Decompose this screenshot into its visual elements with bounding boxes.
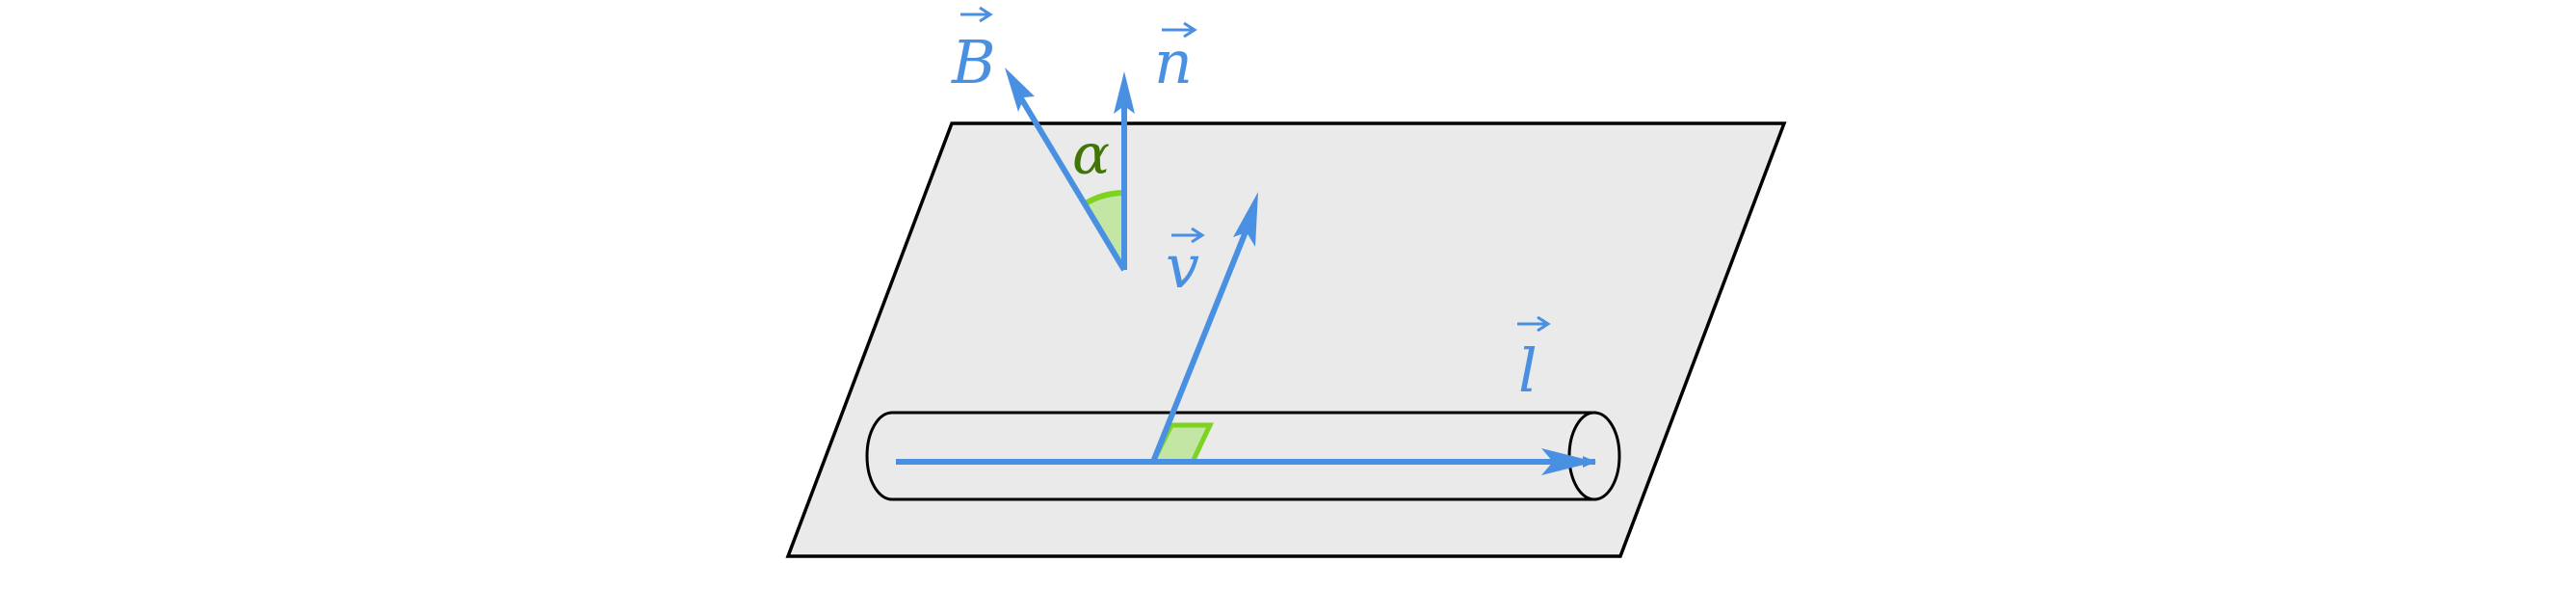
- vector-B-arrow: [1015, 92, 1127, 272]
- vector-l-arrowhead: [1541, 448, 1595, 475]
- vector-n-arrowhead: [1114, 71, 1135, 114]
- label-l: l: [1517, 315, 1551, 406]
- conductor-cylinder: [865, 411, 1621, 501]
- label-B: B: [951, 6, 996, 97]
- vector-l-label: l: [1518, 335, 1538, 406]
- vector-B-label: B: [951, 27, 996, 97]
- label-v: v: [1166, 227, 1205, 302]
- label-n: n: [1154, 21, 1197, 97]
- vector-v-arrowhead: [1233, 192, 1258, 247]
- angle-alpha-label: α: [1072, 121, 1110, 187]
- vector-B-arrowhead: [1005, 67, 1035, 112]
- vector-v-arrow: [1150, 218, 1253, 464]
- vector-n-label: n: [1154, 27, 1193, 97]
- vector-v-label: v: [1166, 231, 1199, 302]
